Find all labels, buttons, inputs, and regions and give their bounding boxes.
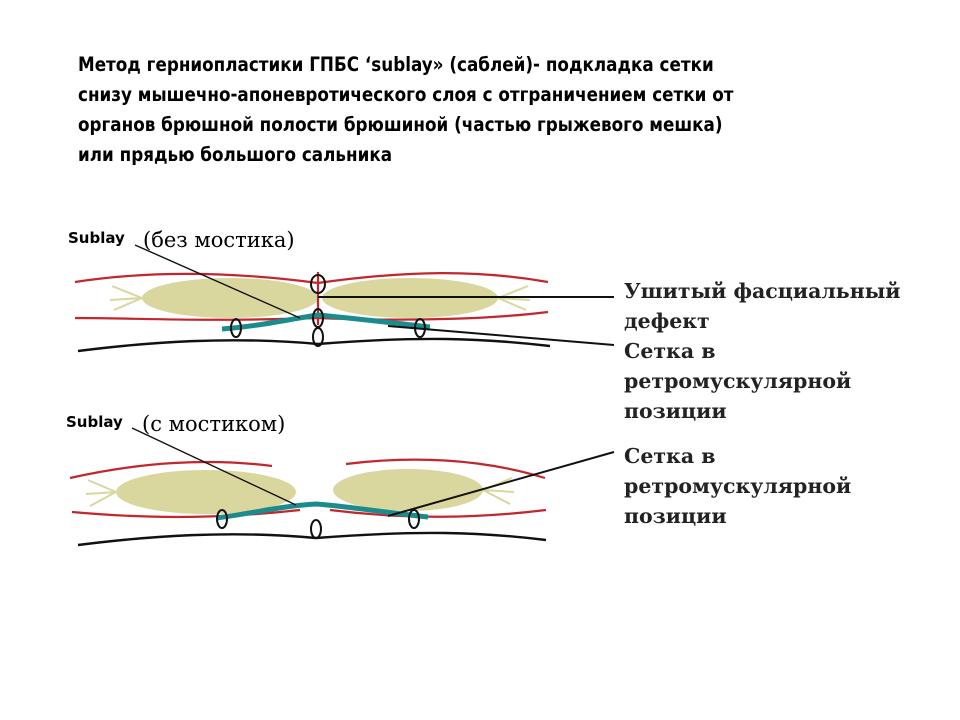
callout-mesh-top-line-3: позиции (624, 399, 727, 423)
sublay-label-top: Sublay (68, 229, 125, 247)
slide-title: Метод герниопластики ГПБС ‘sublay» (сабл… (78, 50, 783, 170)
leader-mesh-top (387, 325, 615, 346)
fascia-upper-right-bottom (345, 458, 546, 480)
leader-mesh-bottom (387, 451, 615, 517)
tendon-strands-left-bottom (85, 479, 117, 507)
fascia-lower-right-bottom (329, 508, 547, 518)
title-line-1: Метод герниопластики ГПБС ‘sublay» (сабл… (78, 53, 714, 76)
sublay-label-bottom: Sublay (66, 413, 123, 431)
tendon-strands-left-top (109, 285, 143, 311)
title-line-3: органов брюшной полости брюшиной (частью… (78, 113, 723, 136)
variant-label-top: (без мостика) (143, 228, 295, 252)
fascia-upper-left-bottom (69, 460, 273, 480)
muscle-right-bottom (333, 469, 483, 511)
title-line-4: или прядью большого сальника (78, 143, 393, 166)
suture-right-bottom (408, 509, 420, 529)
muscle-left-bottom (116, 470, 296, 514)
peritoneum-top (77, 337, 551, 353)
variant-label-bottom: (с мостиком) (142, 412, 285, 436)
callout-mesh-bottom-line-1: Сетка в (624, 444, 716, 468)
suture-center-bottom (310, 519, 322, 539)
muscle-left-top (142, 278, 318, 318)
leader-sublay-bottom (131, 427, 297, 506)
leader-sublay-top (134, 244, 301, 319)
callout-mesh-bottom-line-3: позиции (624, 504, 727, 528)
mesh-top (221, 312, 431, 332)
fascia-lower-left-bottom (71, 508, 301, 519)
suture-left-bottom (216, 509, 228, 529)
defect-suture-ring (310, 274, 326, 294)
callout-defect-line-1: Ушитый фасциальный (624, 279, 900, 303)
callout-mesh-top-line-1: Сетка в (624, 339, 716, 363)
suture-left-top (230, 318, 242, 338)
callout-mesh-bottom-line-2: ретромускулярной (624, 474, 851, 498)
suture-center-b-top (312, 327, 324, 347)
mesh-bottom (215, 501, 429, 521)
diagram-with-bridge: Sublay (с мостиком) Сетка в ретромускуля… (66, 412, 851, 547)
title-line-2: снизу мышечно-апоневротического слоя с о… (78, 83, 734, 106)
callout-mesh-top-line-2: ретромускулярной (624, 369, 851, 393)
callout-defect-line-2: дефект (624, 309, 710, 333)
diagram-without-bridge: Sublay (без мостика) Ушитый фасциальный … (68, 228, 900, 423)
